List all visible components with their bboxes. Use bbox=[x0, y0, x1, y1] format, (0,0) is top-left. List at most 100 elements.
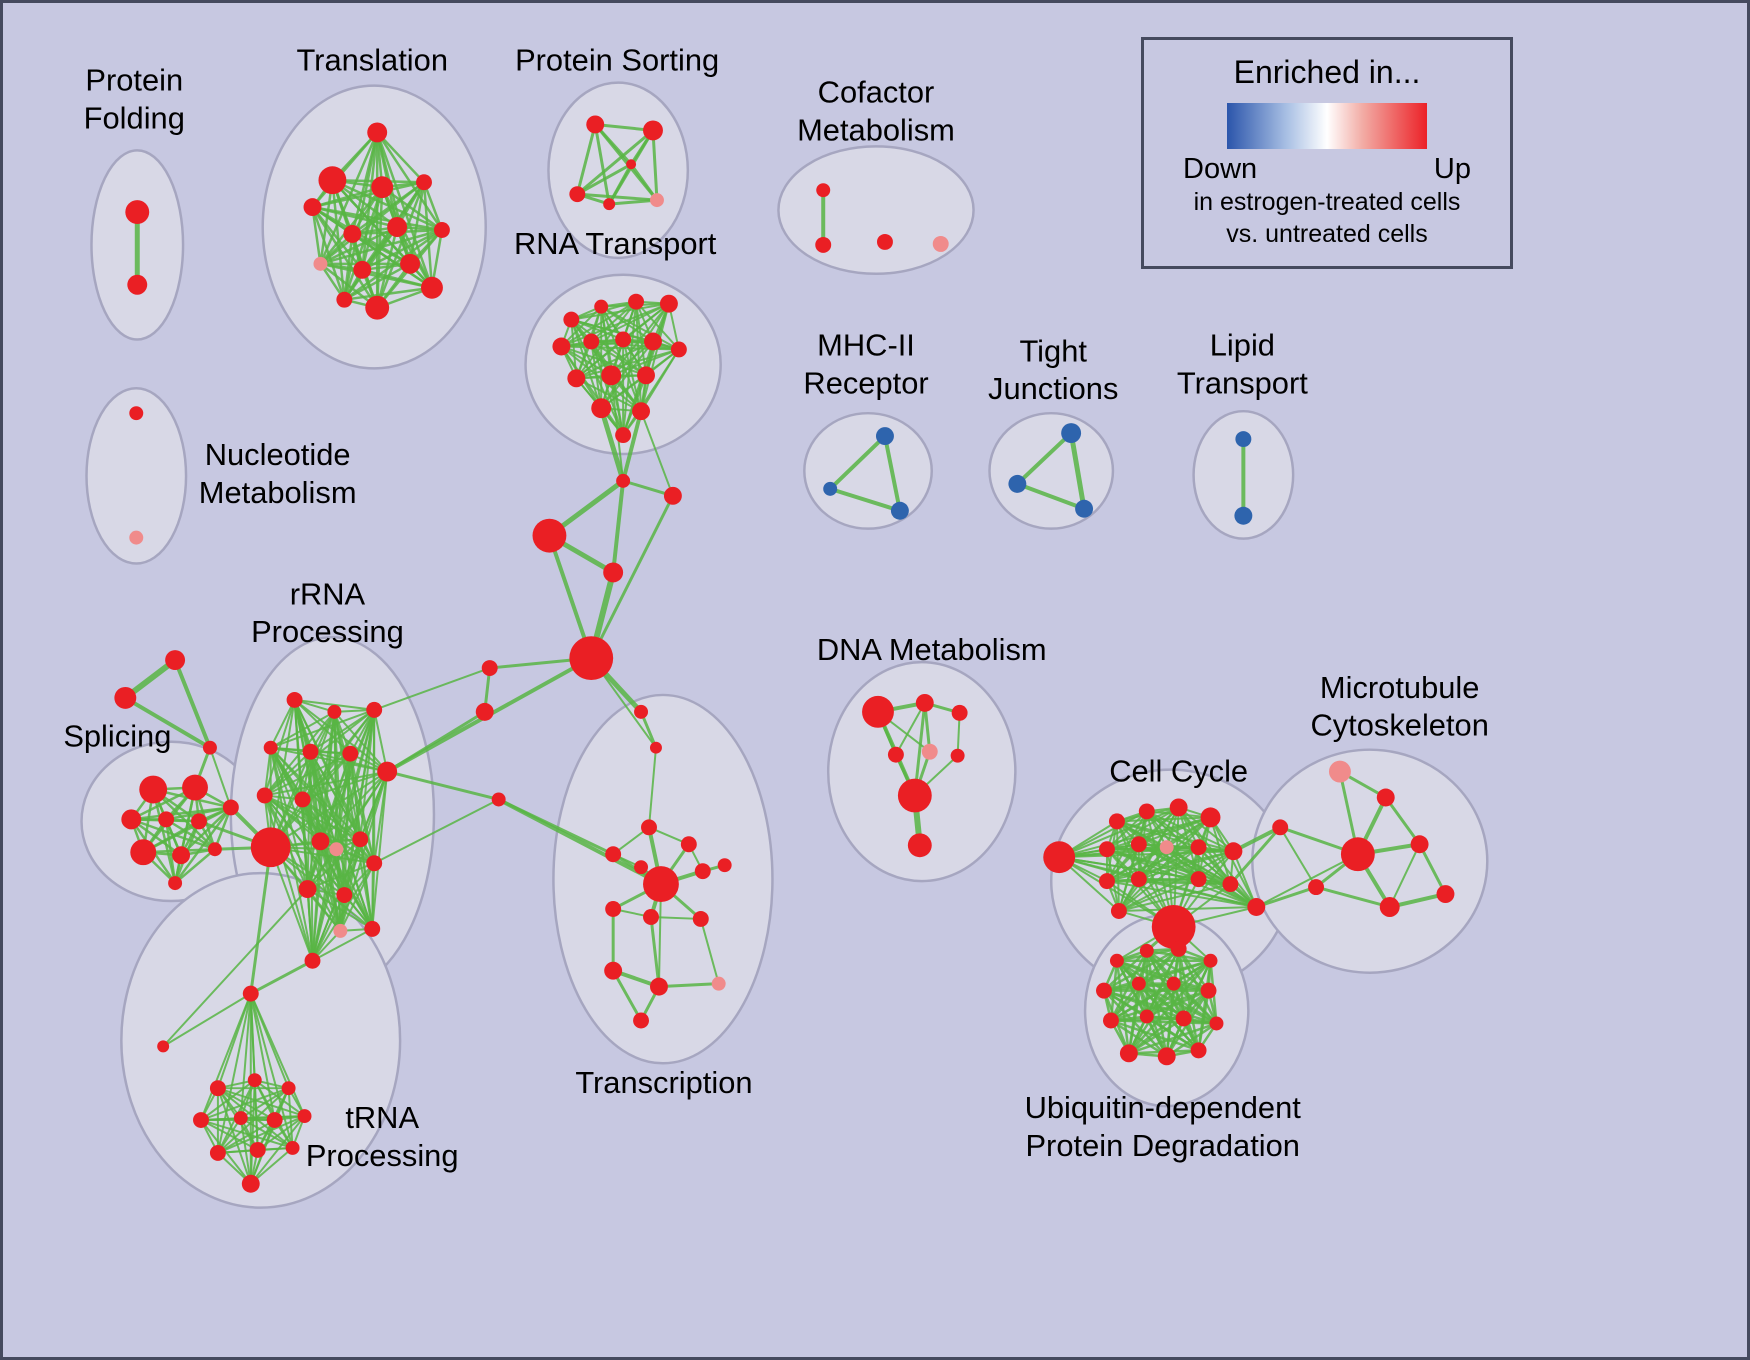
gene-set-node bbox=[594, 299, 609, 314]
network-edge bbox=[216, 1115, 306, 1154]
network-edge bbox=[607, 162, 633, 206]
gene-set-node bbox=[387, 217, 408, 237]
gene-set-node bbox=[1410, 835, 1429, 854]
network-edge bbox=[1105, 846, 1168, 883]
gene-set-node bbox=[256, 787, 273, 804]
network-edge bbox=[309, 708, 376, 753]
gene-set-node bbox=[241, 1174, 260, 1193]
network-edge bbox=[249, 845, 273, 996]
cluster-label-dna-metabolism: DNA Metabolism bbox=[817, 632, 1047, 667]
network-edge bbox=[301, 770, 389, 801]
gene-set-node bbox=[327, 704, 342, 719]
network-edge bbox=[635, 300, 680, 351]
network-edge bbox=[269, 846, 314, 962]
network-edge bbox=[497, 797, 615, 856]
gene-set-node bbox=[303, 198, 322, 217]
gene-set-node bbox=[951, 704, 968, 721]
network-edge bbox=[1117, 843, 1140, 912]
network-edge bbox=[179, 806, 233, 857]
gene-set-node bbox=[168, 876, 183, 891]
network-edge bbox=[629, 162, 659, 202]
gene-set-node bbox=[616, 473, 631, 488]
network-edge bbox=[1117, 816, 1212, 912]
network-edge bbox=[311, 927, 374, 962]
gene-set-node bbox=[603, 562, 624, 583]
cluster-ellipse-tight_junctions bbox=[988, 411, 1115, 530]
gene-set-node bbox=[862, 695, 894, 728]
cluster-label-splicing: Splicing bbox=[63, 719, 171, 754]
gene-set-node bbox=[129, 406, 144, 421]
gene-set-node bbox=[1308, 879, 1325, 896]
network-edge bbox=[1197, 878, 1258, 908]
network-edge bbox=[570, 318, 603, 410]
network-edge bbox=[319, 262, 379, 309]
legend-subtitle-line2: vs. untreated cells bbox=[1226, 220, 1428, 248]
network-edge bbox=[1105, 810, 1148, 851]
network-edge bbox=[373, 667, 491, 711]
gene-set-node bbox=[680, 836, 697, 853]
gene-set-node bbox=[815, 236, 832, 253]
gene-set-node bbox=[1170, 940, 1187, 957]
gene-set-node bbox=[416, 174, 432, 191]
gene-set-node bbox=[641, 819, 657, 836]
network-edge bbox=[269, 746, 389, 773]
gene-set-node bbox=[367, 122, 388, 143]
network-edge bbox=[1388, 843, 1421, 908]
cluster-label-translation: Translation bbox=[296, 43, 448, 78]
network-edge bbox=[301, 798, 342, 932]
network-edge bbox=[1115, 820, 1120, 912]
gene-set-node bbox=[1272, 819, 1289, 836]
network-edge bbox=[649, 915, 661, 989]
gene-set-node bbox=[343, 225, 362, 243]
gene-set-node bbox=[615, 427, 632, 444]
network-edge bbox=[373, 708, 389, 773]
network-edge bbox=[621, 409, 644, 483]
network-edge bbox=[560, 345, 643, 413]
network-edge bbox=[649, 915, 702, 920]
network-edge bbox=[1117, 878, 1200, 912]
network-edge bbox=[311, 131, 379, 209]
network-edge bbox=[385, 770, 501, 801]
gene-set-node bbox=[890, 501, 909, 520]
gene-set-node bbox=[1190, 839, 1207, 856]
network-edge bbox=[373, 798, 500, 865]
gene-set-node bbox=[130, 839, 157, 866]
gene-set-node bbox=[475, 702, 494, 721]
gene-set-node bbox=[1209, 1016, 1224, 1031]
gene-set-node bbox=[266, 1112, 283, 1129]
gene-set-node bbox=[586, 115, 605, 134]
gene-set-node bbox=[285, 1140, 300, 1155]
network-edge bbox=[575, 122, 597, 196]
network-edge bbox=[622, 348, 680, 437]
gene-set-node bbox=[165, 650, 186, 671]
gene-set-node bbox=[583, 333, 600, 350]
gene-set-node bbox=[207, 842, 222, 857]
gene-set-node bbox=[1008, 474, 1027, 493]
network-edge bbox=[173, 658, 212, 750]
network-edge bbox=[173, 848, 217, 885]
gene-set-node bbox=[1151, 905, 1196, 949]
network-edge bbox=[1254, 885, 1318, 909]
legend-down-label: Down bbox=[1183, 153, 1258, 185]
gene-set-node bbox=[114, 686, 137, 709]
network-edge bbox=[593, 122, 611, 206]
gene-set-node bbox=[202, 740, 217, 755]
gene-set-node bbox=[649, 193, 664, 208]
network-edge bbox=[590, 340, 603, 410]
network-edge bbox=[269, 846, 374, 930]
gene-set-node bbox=[297, 1109, 312, 1124]
network-edge bbox=[590, 300, 638, 343]
gene-set-node bbox=[249, 1141, 266, 1158]
gene-set-node bbox=[1096, 982, 1112, 999]
network-edge bbox=[263, 750, 312, 797]
network-edge bbox=[1127, 1017, 1185, 1055]
network-edge bbox=[1127, 1022, 1218, 1055]
gene-set-node bbox=[1169, 798, 1188, 817]
network-edge bbox=[306, 862, 376, 891]
network-edge bbox=[339, 862, 376, 932]
gene-set-node bbox=[1102, 1012, 1119, 1029]
